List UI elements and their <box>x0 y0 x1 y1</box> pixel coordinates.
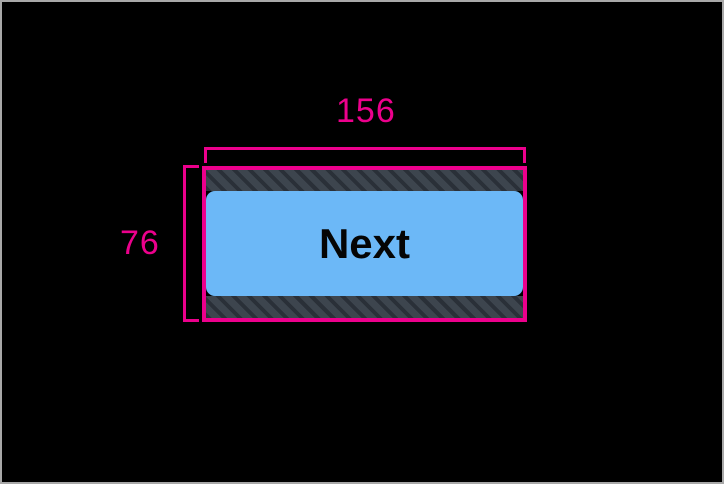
height-dimension-label: 76 <box>120 224 160 262</box>
height-dimension-bracket <box>183 165 199 322</box>
width-dimension-label: 156 <box>336 92 396 130</box>
top-margin-hatch <box>206 170 523 191</box>
measured-element-content: Next <box>206 170 523 318</box>
measured-element-highlight: Next <box>202 166 527 322</box>
next-button[interactable]: Next <box>206 191 523 296</box>
width-dimension-bracket <box>204 147 526 163</box>
bottom-margin-hatch <box>206 296 523 318</box>
